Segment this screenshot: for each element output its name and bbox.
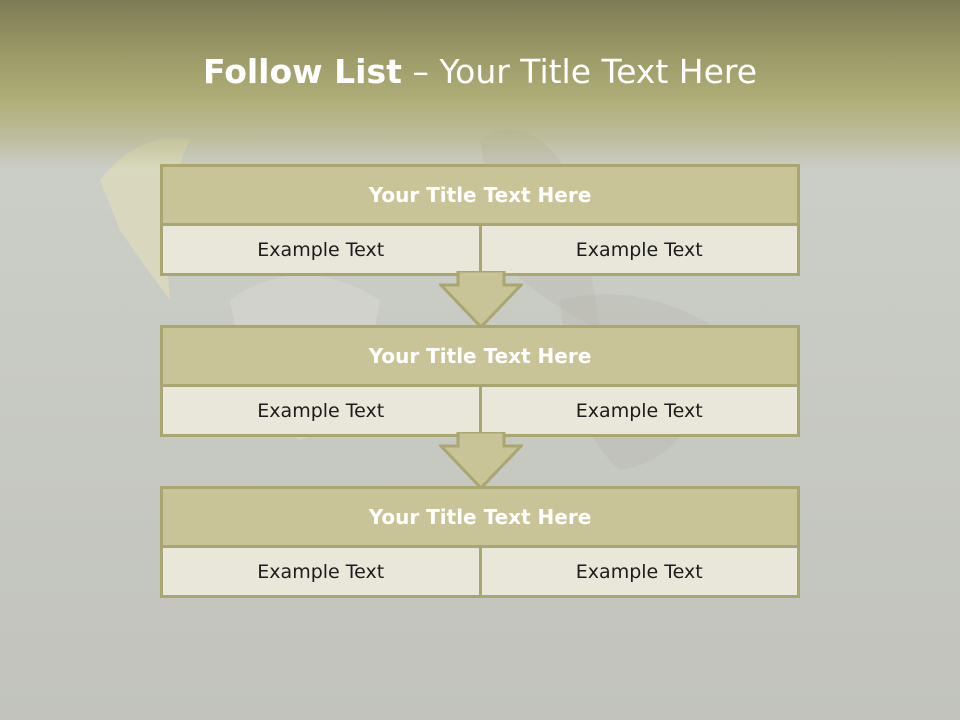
slide-title: Follow List – Your Title Text Here — [0, 52, 960, 91]
flow-block-cell-right: Example Text — [478, 226, 798, 273]
slide-header-band — [0, 0, 960, 170]
flow-block-title: Your Title Text Here — [163, 167, 797, 226]
flow-block-cell-left: Example Text — [257, 399, 385, 422]
flow-block-row: Example Text Example Text — [163, 226, 797, 273]
slide-title-strong: Follow List — [202, 52, 402, 91]
flow-block-title: Your Title Text Here — [163, 489, 797, 548]
flow-block-title: Your Title Text Here — [163, 328, 797, 387]
flow-block-1: Your Title Text Here Example Text Exampl… — [160, 164, 800, 276]
down-arrow-icon — [439, 271, 523, 329]
down-arrow-icon — [439, 432, 523, 490]
flow-block-cell-left: Example Text — [257, 238, 385, 261]
flow-block-2: Your Title Text Here Example Text Exampl… — [160, 325, 800, 437]
slide-title-rest: – Your Title Text Here — [401, 52, 758, 91]
flow-block-cell-left: Example Text — [257, 560, 385, 583]
flow-block-row: Example Text Example Text — [163, 548, 797, 595]
flow-block-3: Your Title Text Here Example Text Exampl… — [160, 486, 800, 598]
flow-block-cell-right: Example Text — [478, 548, 798, 595]
flow-block-cell-right: Example Text — [478, 387, 798, 434]
flow-block-row: Example Text Example Text — [163, 387, 797, 434]
